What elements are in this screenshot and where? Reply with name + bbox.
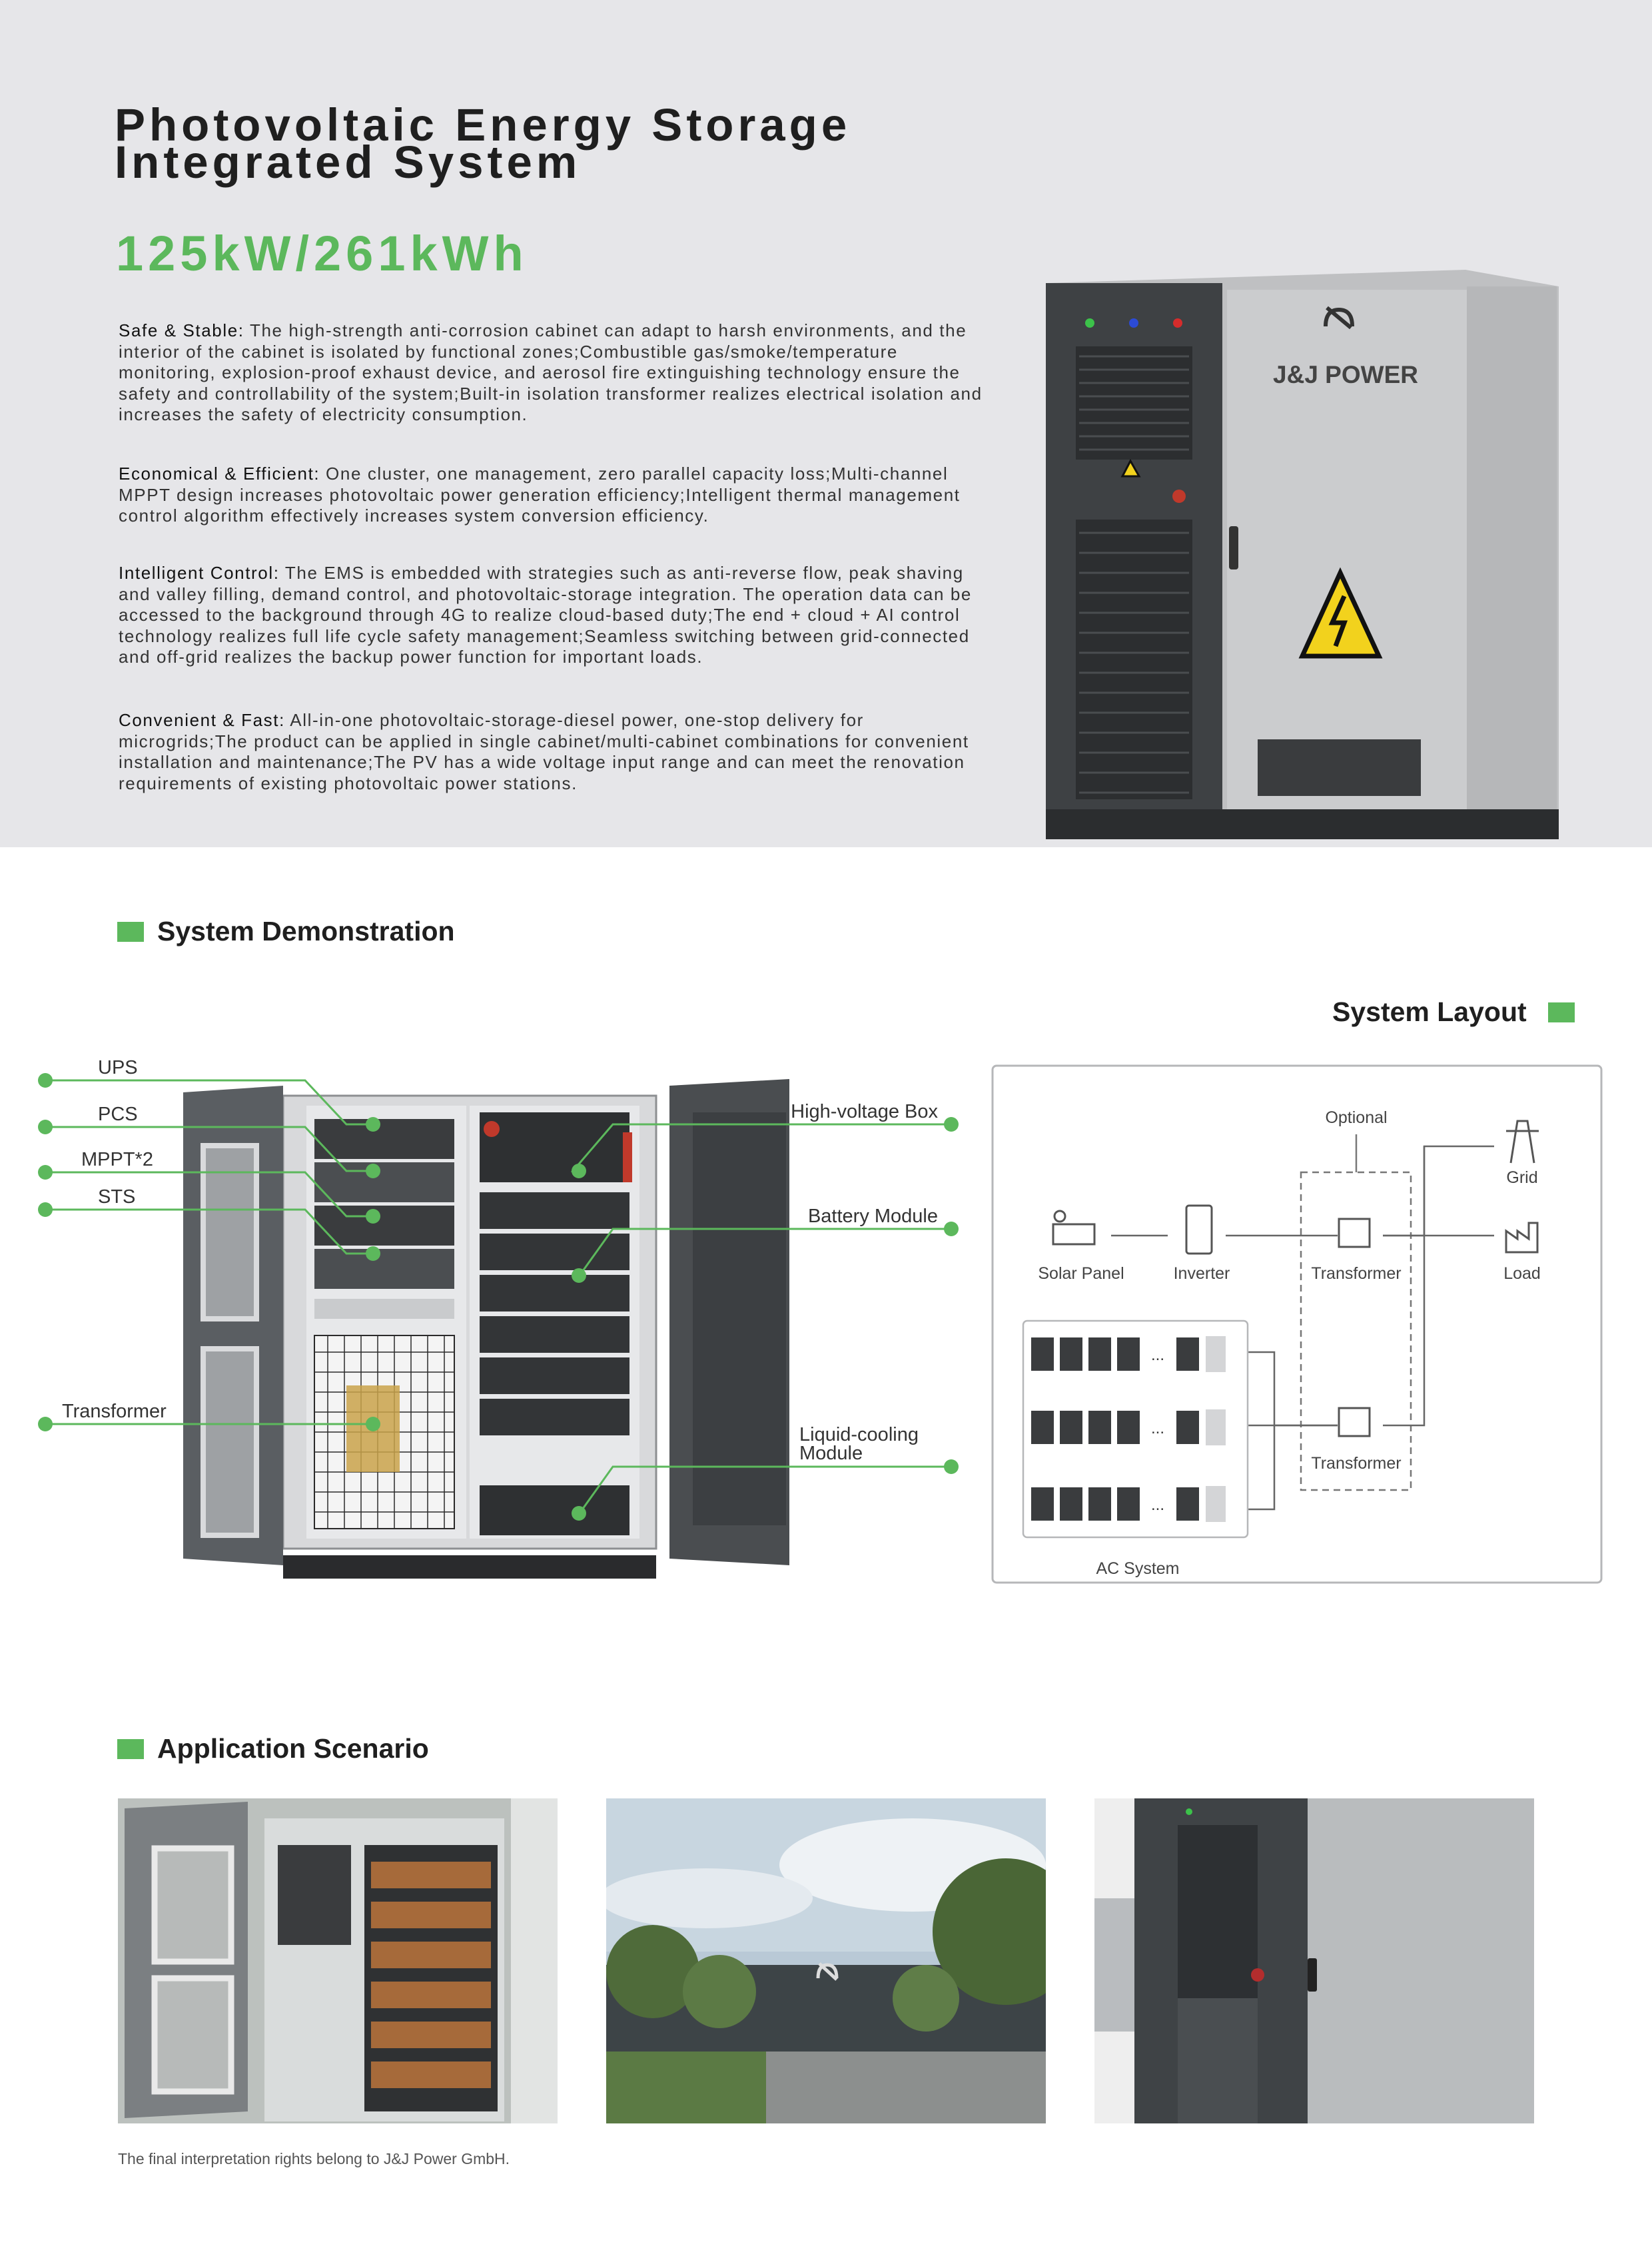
feature-text: All-in-one photovoltaic-storage-diesel p… (119, 710, 969, 793)
label-battery-module: Battery Module (808, 1206, 938, 1227)
status-light-blue-icon (1129, 318, 1138, 328)
section-heading-layout: System Layout (1332, 996, 1575, 1028)
application-photo-3 (1094, 1798, 1534, 2123)
optional-label: Optional (1325, 1108, 1387, 1127)
title-line-1: Photovoltaic Energy Storage (115, 99, 851, 151)
solar-panel-icon (1052, 1223, 1096, 1246)
ellipsis-1: ... (1151, 1346, 1164, 1364)
cabinet-product-image: J&J POWER (1046, 270, 1559, 839)
feature-label: Convenient & Fast: (119, 710, 285, 730)
inverter-icon (1185, 1204, 1213, 1255)
high-voltage-warning-icon (1298, 567, 1383, 659)
page-title: Photovoltaic Energy Storage Integrated S… (115, 99, 851, 188)
feature-safe-stable: Safe & Stable: The high-strength anti-co… (119, 320, 985, 426)
emergency-stop-icon (1172, 490, 1186, 503)
spec-rating: 125kW/261kWh (116, 226, 528, 281)
brand-logo-icon (1324, 306, 1354, 330)
feature-label: Safe & Stable: (119, 320, 244, 340)
section-title: System Layout (1332, 996, 1527, 1027)
ac-system-label: AC System (1096, 1559, 1179, 1578)
feature-intelligent: Intelligent Control: The EMS is embedded… (119, 563, 985, 668)
feature-label: Economical & Efficient: (119, 464, 320, 484)
label-pcs: PCS (98, 1104, 138, 1125)
transformer-icon (1338, 1218, 1371, 1248)
label-liquid-cooling-module: Module (799, 1443, 863, 1464)
system-demonstration-diagram: UPS PCS MPPT*2 STS Transformer High-volt… (38, 1057, 959, 1579)
label-mppt: MPPT*2 (81, 1149, 153, 1170)
grid-label: Grid (1506, 1168, 1537, 1187)
label-high-voltage-box: High-voltage Box (791, 1101, 938, 1122)
transformer-icon-2 (1338, 1407, 1371, 1437)
footer-disclaimer: The final interpretation rights belong t… (118, 2150, 510, 2167)
section-heading-application: Application Scenario (117, 1733, 429, 1764)
title-line-2: Integrated System (115, 137, 582, 188)
section-marker-icon (117, 921, 144, 942)
feature-text: The EMS is embedded with strategies such… (119, 563, 972, 667)
feature-economical: Economical & Efficient: One cluster, one… (119, 464, 985, 527)
vent-grille (1258, 739, 1421, 796)
label-sts: STS (98, 1186, 135, 1208)
load-factory-icon (1505, 1222, 1539, 1254)
transformer-label-2: Transformer (1311, 1454, 1401, 1473)
label-liquid-cooling: Liquid-cooling (799, 1424, 919, 1445)
section-heading-demo: System Demonstration (117, 916, 455, 947)
transformer-label: Transformer (1311, 1264, 1401, 1283)
label-transformer: Transformer (62, 1401, 167, 1422)
sun-icon (1053, 1210, 1066, 1223)
section-title: Application Scenario (157, 1733, 429, 1764)
status-light-green-icon (1085, 318, 1094, 328)
feature-label: Intelligent Control: (119, 563, 280, 583)
section-marker-icon (1547, 1002, 1575, 1022)
section-marker-icon (117, 1738, 144, 1759)
grid-tower-icon (1506, 1120, 1539, 1164)
solar-panel-label: Solar Panel (1038, 1264, 1124, 1283)
load-label: Load (1503, 1264, 1541, 1283)
warning-small-icon (1120, 458, 1141, 478)
status-light-red-icon (1173, 318, 1182, 328)
brand-name: J&J POWER (1273, 361, 1418, 388)
label-ups: UPS (98, 1057, 138, 1078)
feature-text: One cluster, one management, zero parall… (119, 464, 961, 526)
ellipsis-2: ... (1151, 1419, 1164, 1437)
section-title: System Demonstration (157, 916, 455, 946)
feature-text: The high-strength anti-corrosion cabinet… (119, 320, 983, 424)
feature-convenient: Convenient & Fast: All-in-one photovolta… (119, 710, 985, 794)
application-photo-1 (118, 1798, 558, 2123)
ellipsis-3: ... (1151, 1496, 1164, 1514)
inverter-label: Inverter (1174, 1264, 1230, 1283)
system-layout-diagram: Optional Grid Load Solar Panel Inverter … (991, 1064, 1603, 1584)
door-handle (1229, 526, 1238, 569)
application-photo-2 (606, 1798, 1046, 2123)
